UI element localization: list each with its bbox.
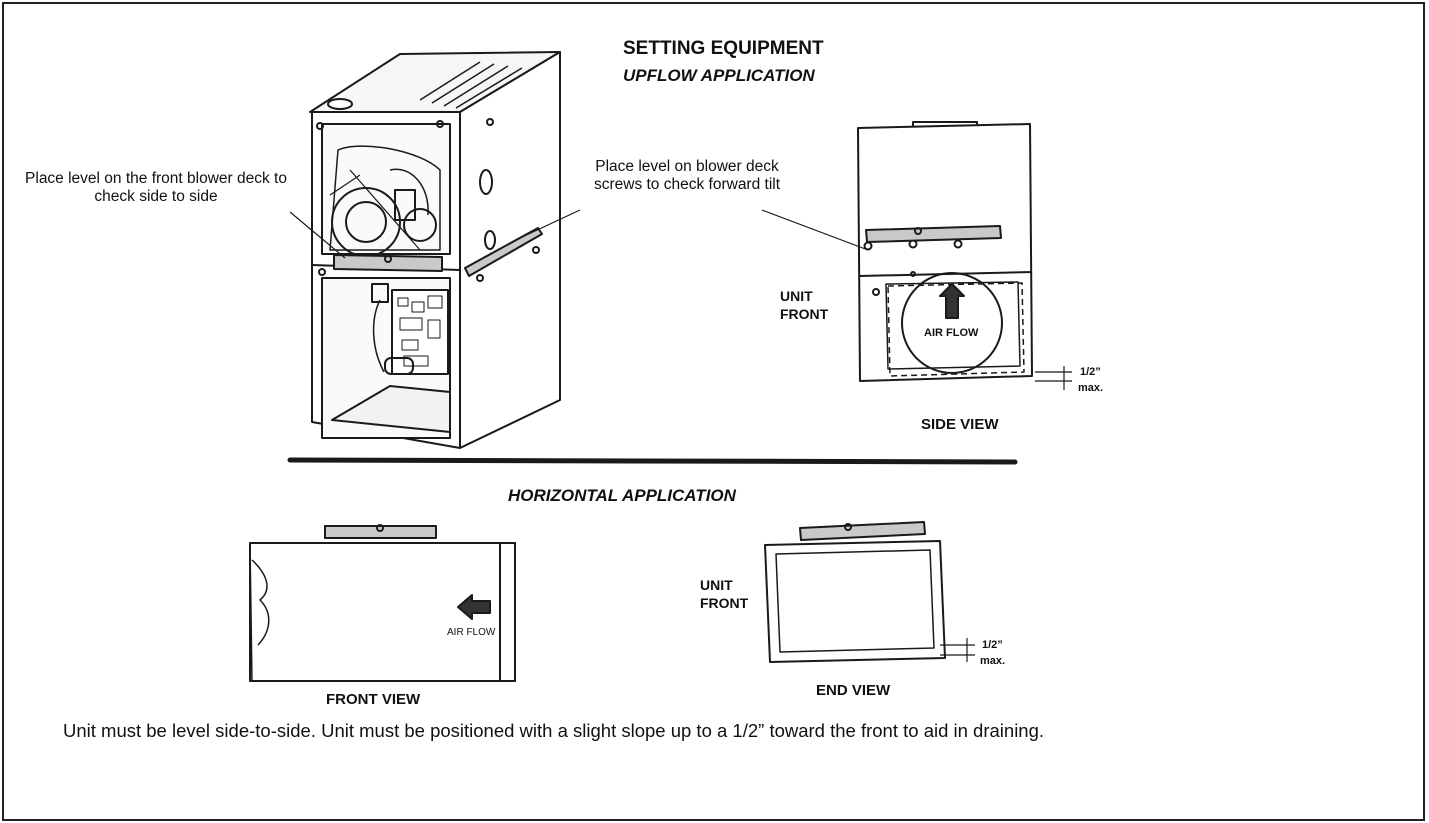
- front-view-air-flow-label: AIR FLOW: [447, 627, 496, 638]
- side-view-air-flow-label: AIR FLOW: [924, 327, 979, 339]
- upflow-subtitle: UPFLOW APPLICATION: [623, 66, 815, 85]
- end-view-unit-front-label: UNIT FRONT: [700, 577, 749, 612]
- side-view-dimension: 1/2”: [1080, 366, 1101, 378]
- installation-note: Unit must be level side-to-side. Unit mu…: [63, 720, 1045, 741]
- side-view-unit-front-label: UNIT FRONT: [780, 288, 829, 323]
- separator-line: [287, 457, 1018, 465]
- diagram-title: SETTING EQUIPMENT: [623, 38, 824, 59]
- side-view-label: SIDE VIEW: [921, 416, 999, 433]
- end-view-dimension-max: max.: [980, 655, 1006, 667]
- horizontal-subtitle: HORIZONTAL APPLICATION: [508, 486, 736, 505]
- end-view-dimension: 1/2”: [982, 639, 1003, 651]
- furnace-level-bars: [333, 227, 543, 277]
- end-view-label: END VIEW: [816, 682, 891, 699]
- front-view-drawing: [249, 542, 516, 683]
- callout-forward-tilt: Place level on blower deck screws to che…: [593, 158, 781, 193]
- furnace-illustration: [309, 51, 561, 449]
- front-view-label: FRONT VIEW: [326, 691, 421, 708]
- side-view-drawing: [857, 121, 1033, 382]
- side-view-dimension-max: max.: [1078, 382, 1104, 394]
- end-view-drawing: [764, 540, 946, 663]
- callout-side-to-side: Place level on the front blower deck to …: [25, 170, 287, 205]
